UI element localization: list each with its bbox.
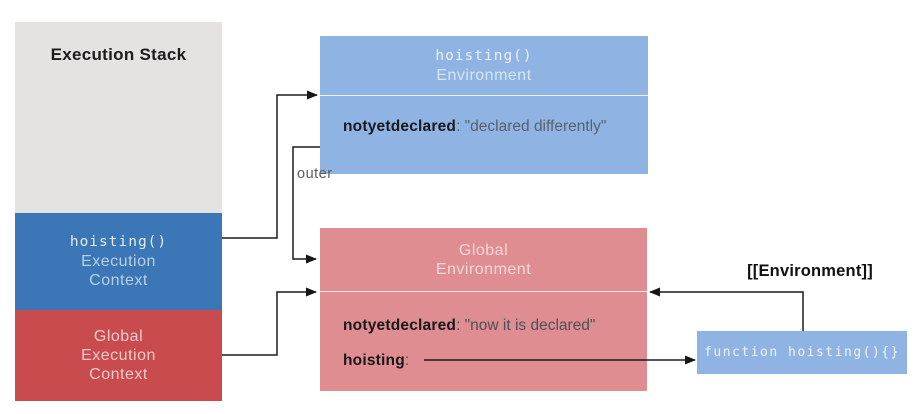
global-environment-header: Global Environment [320,228,647,292]
arrow-global-context-to-global-environment [222,287,317,356]
notyetdeclared-binding: notyetdeclared: "declared differently" [343,117,648,137]
arrow-environment-slot-to-global-environment [649,287,804,331]
execution-stack-container: Execution Stack [15,22,222,213]
binding-key: hoisting [343,352,405,369]
hoisting-frame-line2: Execution [81,253,156,270]
hoisting-environment-box: hoisting() Environment notyetdeclared: "… [320,36,648,174]
notyetdeclared-binding: notyetdeclared: "now it is declared" [343,316,647,336]
global-environment-name-line2: Environment [435,260,532,278]
global-environment-name-line1: Global [458,241,509,259]
binding-colon: : [404,352,410,369]
function-hoisting-code: function hoisting(){} [704,345,900,360]
global-frame-line3: Context [89,366,148,383]
hoisting-frame-line3: Context [89,272,148,289]
arrow-outer-hoisting-env-to-global-env [292,146,320,264]
execution-stack-title: Execution Stack [50,45,187,64]
hoisting-frame-name: hoisting() [69,234,168,250]
environment-internal-slot-label: [[Environment]] [747,262,873,280]
binding-key: notyetdeclared [343,118,457,135]
hoisting-environment-header: hoisting() Environment [320,36,648,96]
global-environment-box: Global Environment notyetdeclared: "now … [320,228,647,391]
hoisting-binding: hoisting: [343,351,647,371]
global-execution-context-frame: Global Execution Context [15,310,222,401]
hoisting-environment-type: Environment [436,66,532,84]
hoisting-execution-context-frame: hoisting() Execution Context [15,213,222,310]
hoisting-environment-name: hoisting() [435,47,533,64]
global-environment-body: notyetdeclared: "now it is declared" hoi… [320,292,647,371]
global-frame-line1: Global [93,328,144,345]
global-frame-line2: Execution [81,347,156,364]
binding-value: : "now it is declared" [456,317,596,334]
binding-key: notyetdeclared [343,317,457,334]
function-hoisting-box: function hoisting(){} [697,331,907,374]
binding-value: : "declared differently" [456,118,607,135]
outer-reference-label: outer [297,166,333,182]
hoisting-environment-body: notyetdeclared: "declared differently" [320,96,648,137]
